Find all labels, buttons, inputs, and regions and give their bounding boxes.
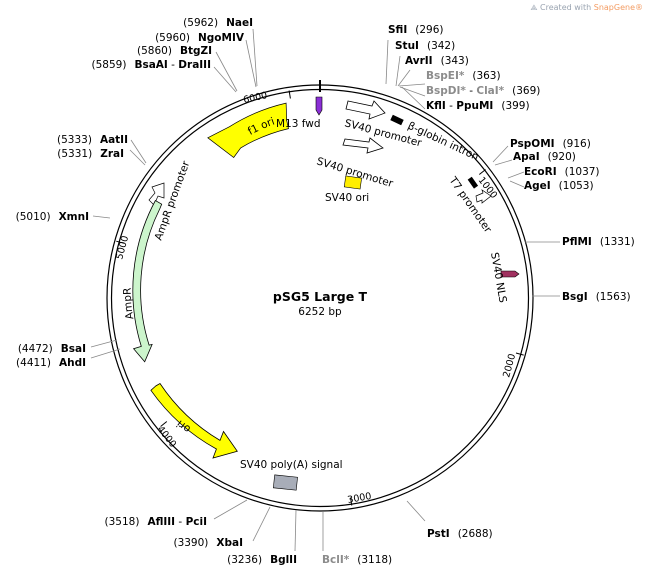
leader-apai xyxy=(494,159,513,166)
leader-ecori xyxy=(507,171,525,179)
site-labels-right: SfiI(296) StuI(342) AvrII(343) BspEI*(36… xyxy=(322,24,635,566)
site-label-avrii[interactable]: AvrII(343) xyxy=(405,55,469,67)
leader-naei xyxy=(252,28,258,87)
feature-sv40-promoter-2[interactable] xyxy=(342,137,384,154)
feature-label-sv40-ori: SV40 ori xyxy=(325,192,369,204)
leader-kfli xyxy=(401,86,426,110)
site-label-ecori[interactable]: EcoRI(1037) xyxy=(524,166,600,178)
backbone xyxy=(106,80,534,512)
site-label-btgzi[interactable]: (5860)BtgZI xyxy=(137,45,212,57)
feature-t7-promoter[interactable] xyxy=(475,189,492,204)
feature-ori-arrow[interactable] xyxy=(150,382,238,459)
leader-sfii xyxy=(385,39,389,85)
leader-bsai xyxy=(90,339,118,348)
tick-3000 xyxy=(350,497,353,506)
leader-afliii xyxy=(213,499,248,520)
site-label-psti[interactable]: PstI(2688) xyxy=(427,528,493,540)
feature-sv40-nls[interactable] xyxy=(500,270,520,278)
leader-bsaai xyxy=(213,66,237,93)
feature-label-sv40-nls: SV40 NLS xyxy=(488,251,509,304)
tick-1000 xyxy=(478,169,486,175)
feature-t7-marker[interactable] xyxy=(467,176,479,189)
feature-ampr-promoter[interactable] xyxy=(148,182,165,206)
site-label-pflmi[interactable]: PflMI(1331) xyxy=(562,236,635,248)
leader-psti xyxy=(406,500,426,522)
site-label-ngomiv[interactable]: (5960)NgoMIV xyxy=(155,32,245,44)
site-label-bspdi-clai[interactable]: BspDI* - ClaI*(369) xyxy=(426,85,540,97)
leader-bspdi xyxy=(399,86,426,97)
leader-bglii xyxy=(294,509,297,552)
tick-6000 xyxy=(288,90,291,99)
leader-pspomi xyxy=(492,145,509,163)
leader-avrii xyxy=(397,69,411,87)
site-label-stui[interactable]: StuI(342) xyxy=(395,40,455,52)
feature-sv40-ori[interactable] xyxy=(343,175,362,190)
feature-f1-ori-arrow[interactable] xyxy=(207,102,289,158)
watermark-prefix: Created with xyxy=(540,3,594,12)
watermark-brand: SnapGene® xyxy=(593,3,643,12)
site-label-bsgi[interactable]: BsgI(1563) xyxy=(562,291,631,303)
site-label-xbai[interactable]: (3390)XbaI xyxy=(173,537,243,549)
tick-label-3000: 3000 xyxy=(347,491,373,506)
site-label-agei[interactable]: AgeI(1053) xyxy=(524,180,594,192)
leader-zrai xyxy=(129,149,146,166)
site-label-zrai[interactable]: (5331)ZraI xyxy=(57,148,124,160)
site-label-apai[interactable]: ApaI(920) xyxy=(513,151,576,163)
leader-ahdi xyxy=(90,348,121,359)
tick-label-2000: 2000 xyxy=(501,353,518,379)
feature-sv40-polya-signal[interactable] xyxy=(272,474,298,491)
site-label-bsaai-draiii[interactable]: (5859)BsaAI - DraIII xyxy=(92,59,211,71)
leader-ngomiv xyxy=(245,39,257,88)
site-label-pspomi[interactable]: PspOMI(916) xyxy=(510,138,591,150)
leader-xbai xyxy=(252,506,271,542)
site-labels-left: (3236)BglII (3390)XbaI (3518)AflIII - Pc… xyxy=(16,17,297,566)
tick-2000 xyxy=(515,352,524,356)
site-label-naei[interactable]: (5962)NaeI xyxy=(183,17,253,29)
leader-aatii xyxy=(130,139,147,164)
feature-beta-globin-intron[interactable] xyxy=(390,114,404,126)
leader-btgzi xyxy=(215,51,238,92)
site-label-bcli[interactable]: BclI*(3118) xyxy=(322,554,392,566)
feature-ampr-arrow[interactable] xyxy=(132,199,163,363)
watermark-icon: ⟁ xyxy=(530,3,541,12)
tick-label-6000: 6000 xyxy=(242,90,268,106)
site-label-sfii[interactable]: SfiI(296) xyxy=(388,24,444,36)
tick-4000 xyxy=(160,421,168,427)
leader-lines xyxy=(90,28,560,552)
site-label-ahdi[interactable]: (4411)AhdI xyxy=(16,357,86,369)
site-label-afliii-pcii[interactable]: (3518)AflIII - PciI xyxy=(105,516,207,528)
feature-m13-fwd[interactable] xyxy=(315,96,323,116)
plasmid-size: 6252 bp xyxy=(298,306,342,318)
site-label-bspei[interactable]: BspEI*(363) xyxy=(426,70,501,82)
feature-label-sv40-polya-signal: SV40 poly(A) signal xyxy=(240,459,343,471)
site-label-aatii[interactable]: (5333)AatII xyxy=(57,134,128,146)
tick-5000 xyxy=(116,240,125,244)
feature-label-ampr: AmpR xyxy=(122,287,137,320)
leader-agei xyxy=(509,180,525,188)
feature-sv40-promoter-1[interactable] xyxy=(345,100,386,120)
tick-label-5000: 5000 xyxy=(114,235,131,261)
feature-label-m13-fwd: M13 fwd xyxy=(276,118,321,130)
leader-bspei xyxy=(398,83,426,87)
leader-xmni xyxy=(92,215,111,219)
site-label-kfli-ppumi[interactable]: KflI - PpuMI(399) xyxy=(426,100,530,112)
plasmid-name: pSG5 Large T xyxy=(273,289,368,304)
site-label-bsai[interactable]: (4472)BsaI xyxy=(18,343,86,355)
leader-stui xyxy=(395,55,401,87)
feature-label-ampr-promoter: AmpR promoter xyxy=(153,159,193,242)
snapgene-watermark: ⟁ Created with SnapGene® xyxy=(530,3,643,13)
site-label-xmni[interactable]: (5010)XmnI xyxy=(16,211,89,223)
site-label-bglii[interactable]: (3236)BglII xyxy=(227,554,297,566)
